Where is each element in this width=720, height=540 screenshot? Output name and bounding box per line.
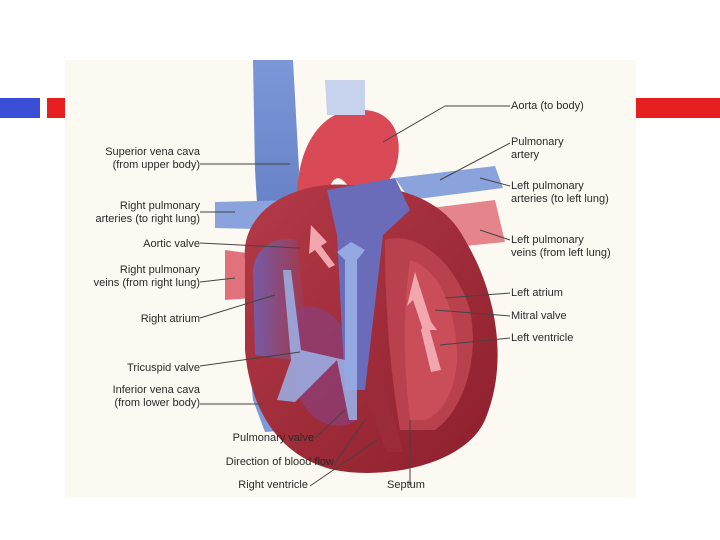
label-direction-of-blood-flow: Direction of blood flow	[225, 456, 334, 468]
leader-lines	[199, 105, 511, 487]
label-left-ventricle: Left ventricle	[511, 332, 574, 344]
accent-bar-blue	[0, 98, 40, 118]
left-pulmonary-artery	[395, 166, 503, 200]
label-mitral-valve: Mitral valve	[511, 310, 567, 322]
septum	[365, 380, 403, 452]
label-right-pulmonary-arteries: Right pulmonary arteries (to right lung)	[95, 200, 200, 225]
label-septum: Septum	[387, 479, 425, 491]
label-tricuspid-valve: Tricuspid valve	[127, 362, 200, 374]
label-right-atrium: Right atrium	[140, 313, 200, 325]
blue-flow-arrow	[277, 242, 365, 420]
label-left-atrium: Left atrium	[511, 287, 563, 299]
heart-illustration	[199, 60, 511, 487]
label-inferior-vena-cava: Inferior vena cava (from lower body)	[112, 384, 200, 409]
label-left-pulmonary-arteries: Left pulmonary arteries (to left lung)	[511, 180, 609, 205]
label-aortic-valve: Aortic valve	[143, 238, 200, 250]
label-right-ventricle: Right ventricle	[238, 479, 308, 491]
label-superior-vena-cava: Superior vena cava (from upper body)	[105, 146, 200, 171]
pink-flow-arrow-3	[421, 320, 441, 372]
accent-bar-red-right	[636, 98, 720, 118]
label-right-pulmonary-veins: Right pulmonary veins (from right lung)	[93, 264, 200, 289]
pink-flow-arrow-1	[309, 225, 335, 268]
heart-diagram: Aorta (to body) Pulmonary artery Left pu…	[65, 60, 636, 497]
label-pulmonary-artery: Pulmonary artery	[511, 136, 564, 161]
pink-flow-arrow-2	[407, 272, 437, 330]
label-pulmonary-valve: Pulmonary valve	[232, 432, 314, 444]
label-aorta: Aorta (to body)	[511, 100, 584, 112]
label-left-pulmonary-veins: Left pulmonary veins (from left lung)	[511, 234, 611, 259]
